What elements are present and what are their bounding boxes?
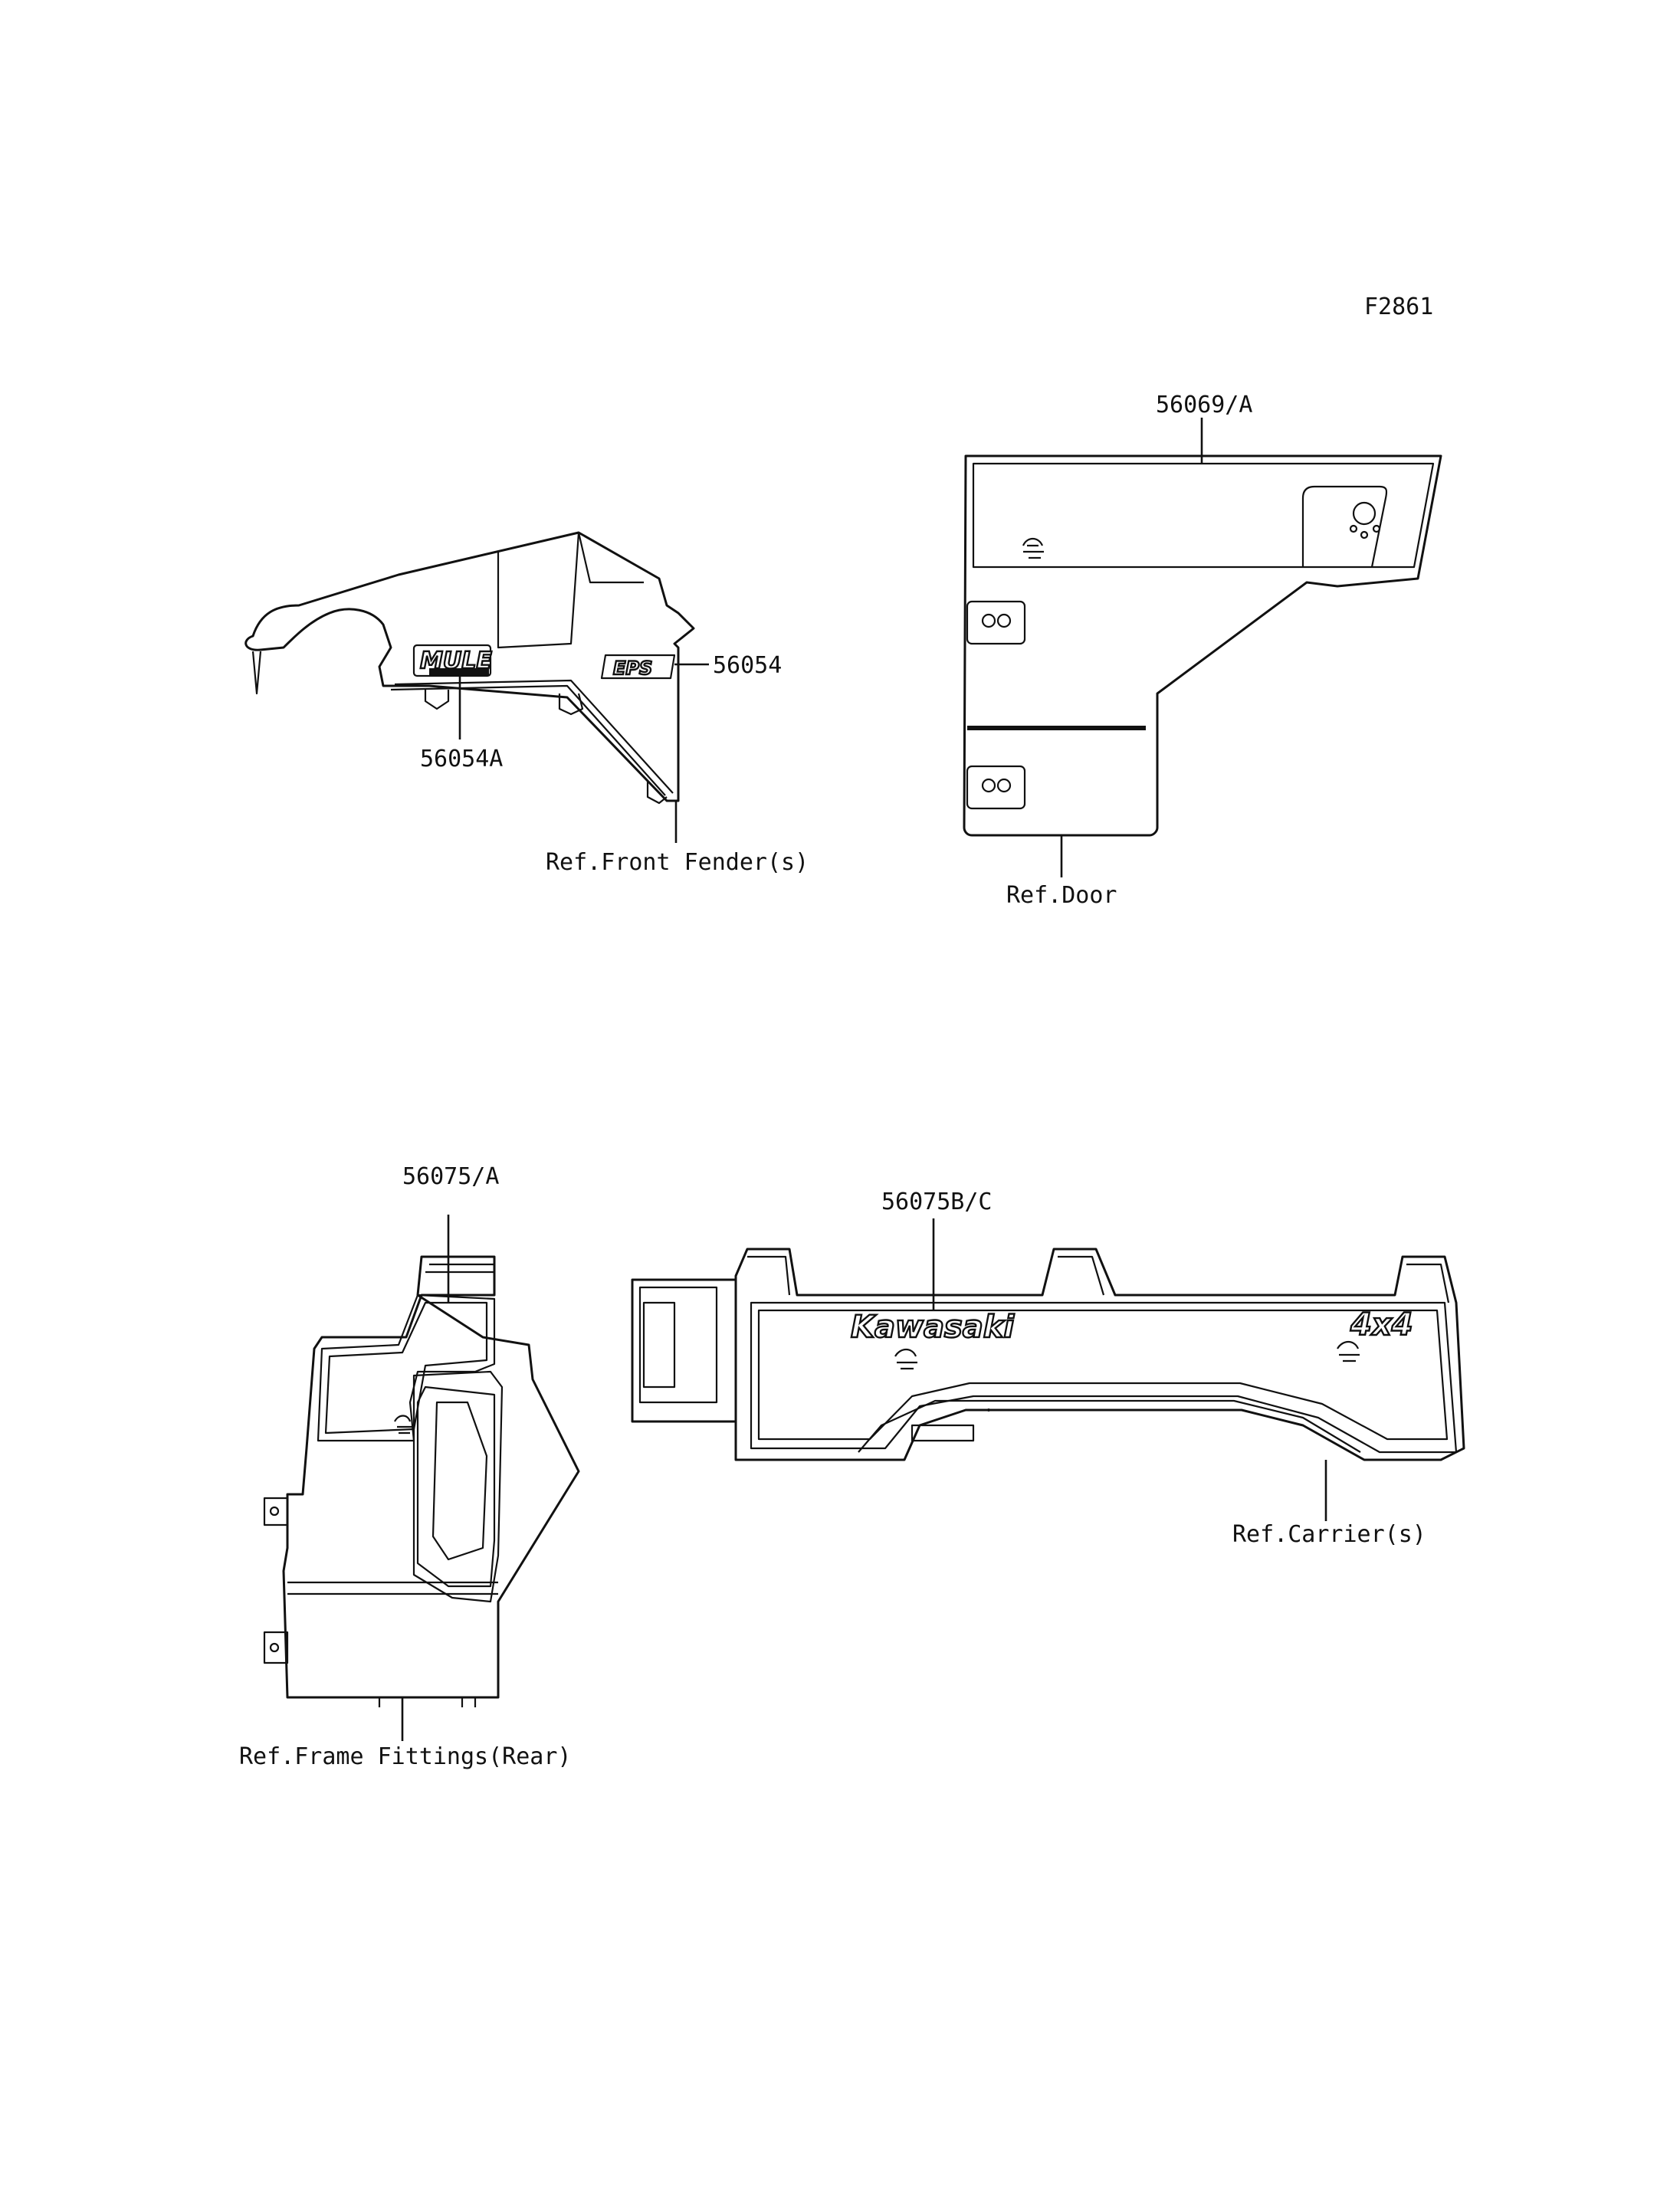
ref-carrier: Ref.Carrier(s) (1232, 1521, 1426, 1548)
mule-decal: MULE (412, 644, 494, 677)
svg-text:EPS: EPS (613, 657, 652, 679)
front-fender-illustration: MULE EPS (244, 531, 695, 805)
ref-front-fender: Ref.Front Fender(s) (546, 849, 809, 876)
callout-56054A: 56054A (420, 746, 503, 772)
callout-56075A: 56075/A (402, 1163, 499, 1190)
callout-56054: 56054 (713, 652, 782, 679)
kawasaki-wordmark-decal: Kawasaki (851, 1310, 1015, 1345)
four-by-four-decal: 4x4 (1350, 1307, 1413, 1343)
callout-56069A: 56069/A (1156, 392, 1252, 418)
callout-56075BC: 56075B/C (881, 1189, 993, 1215)
ref-frame-fittings-rear: Ref.Frame Fittings(Rear) (239, 1743, 571, 1770)
rear-corner-illustration (263, 1255, 580, 1707)
door-upper-hinge (966, 600, 1026, 645)
door-lower-hinge (966, 765, 1026, 810)
carrier-side-panel-illustration: Kawasaki 4x4 (631, 1248, 1465, 1461)
ref-door: Ref.Door (1006, 882, 1117, 909)
door-illustration (963, 454, 1442, 837)
figure-code: F2861 (1364, 293, 1433, 320)
eps-decal: EPS (600, 654, 676, 680)
kawasaki-river-mark-door (1022, 537, 1044, 559)
